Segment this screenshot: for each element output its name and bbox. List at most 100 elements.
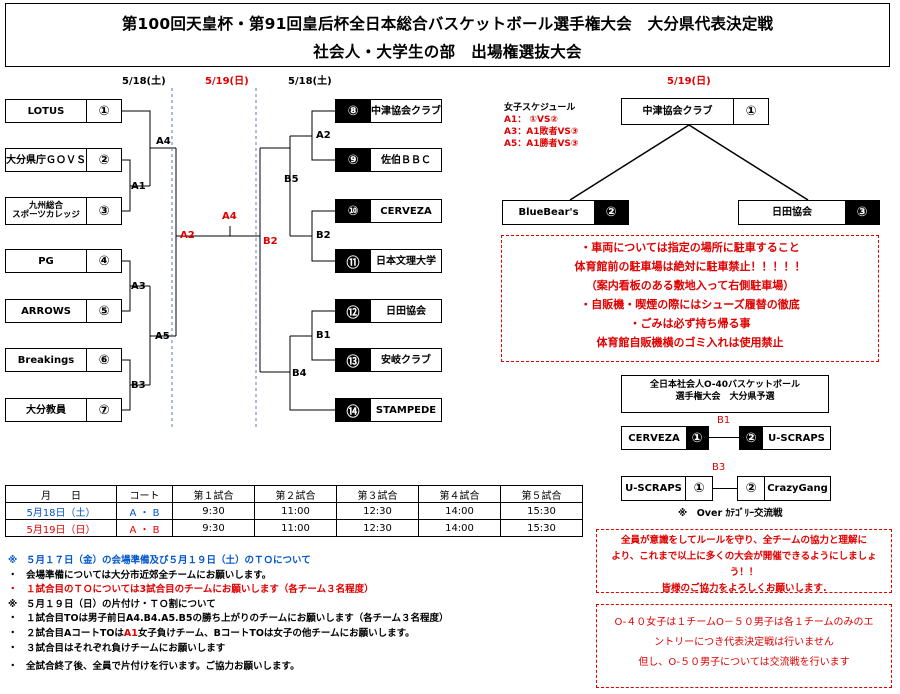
- table-cell: 9:30: [172, 502, 255, 520]
- note-item: ・２試合目AコートTOはA1女子負けチーム、BコートTOは女子の他チームにお願い…: [8, 627, 415, 639]
- team-oita-govs: 大分県庁ＧＯＶＳ ②: [5, 148, 122, 172]
- game-label-b4: B4: [292, 368, 307, 379]
- team-name: CrazyGang: [767, 483, 828, 494]
- team-name: STAMPEDE: [375, 404, 437, 416]
- team-name: ARROWS: [21, 305, 71, 317]
- team-number: ②: [594, 201, 628, 224]
- women-schedule-title: 女子スケジュール: [504, 103, 576, 113]
- game-label-a1: A1: [131, 181, 146, 192]
- notice-line: ・自販機・喫煙の際にはシューズ履替の徹底: [580, 298, 800, 311]
- team-number: ③: [86, 198, 121, 224]
- team-name: CERVEZA: [380, 205, 432, 217]
- team-number: ⑦: [86, 399, 121, 421]
- match-schedule-table: 月 日 コート 第１試合 第２試合 第３試合 第４試合 第５試合 5月18日（土…: [5, 485, 583, 537]
- women-team-hita: 日田協会 ③: [738, 200, 880, 225]
- game-label-a4-final: A4: [222, 211, 237, 222]
- o40-match2-connector: [713, 488, 737, 489]
- note-item: ※５月１９日（日）の片付け・ＴＯ割について: [8, 598, 216, 610]
- women-team-nakatsu: 中津協会クラブ ①: [621, 98, 769, 125]
- announce-line: 全員が意識をしてルールを守り、全チームの協力と理解に: [620, 535, 868, 546]
- notice-line: ・車両については指定の場所に駐車すること: [580, 241, 800, 254]
- title-box: 第100回天皇杯・第91回皇后杯全日本総合バスケットボール選手権大会 大分県代表…: [5, 3, 890, 67]
- team-name: 中津協会クラブ: [371, 105, 441, 117]
- team-number: ①: [686, 427, 708, 449]
- o40-team-crazygang: ② CrazyGang: [737, 476, 831, 501]
- team-cerveza: ⑩ CERVEZA: [335, 199, 442, 223]
- table-header: 第５試合: [500, 485, 583, 503]
- table-cell: 5月19日（日）: [5, 519, 117, 537]
- o40-title-box: 全日本社会人O-40バスケットボール 選手権大会 大分県予選: [621, 375, 829, 413]
- team-name: Breakings: [17, 354, 75, 366]
- table-cell: A ・ B: [116, 502, 173, 520]
- team-saiki-bbc: ⑨ 佐伯ＢＢＣ: [335, 148, 442, 172]
- o40-women-notice: O-４０女子は１チームO－５０男子は各１チームのみのエ ントリーにつき代表決定戦…: [596, 604, 892, 688]
- team-kyushu-sports: 九州総合 スポーツカレッジ ③: [5, 197, 122, 225]
- date-header-women: 5/19(日): [667, 76, 711, 87]
- o40-b3-label: B3: [712, 462, 726, 473]
- notes-list: ※５月１７日（金）の会場準備及び５月１９日（土）のＴＯについて ・会場準備につい…: [8, 554, 448, 675]
- table-cell: 5月18日（土）: [5, 502, 117, 520]
- notice-line: ントリーにつき代表決定戦は行いません: [654, 637, 834, 648]
- game-label-b2-semi: B2: [263, 236, 278, 247]
- team-lotus: LOTUS ①: [5, 99, 122, 123]
- team-number: ①: [86, 100, 121, 122]
- o40-title-line2: 選手権大会 大分県予選: [675, 392, 775, 402]
- table-cell: 9:30: [172, 519, 255, 537]
- table-header: コート: [116, 485, 173, 503]
- team-number: ⑨: [336, 149, 371, 171]
- note-item: ・全試合終了後、全員で片付けを行います。ご協力お願いします。: [8, 661, 300, 673]
- team-nippon-bunri: ⑪ 日本文理大学: [335, 249, 442, 273]
- team-number: ②: [86, 149, 121, 171]
- team-name: LOTUS: [27, 105, 65, 117]
- team-number: ⑪: [336, 250, 371, 272]
- notice-line: O-４０女子は１チームO－５０男子は各１チームのみのエ: [614, 617, 874, 628]
- team-stampede: ⑭ STAMPEDE: [335, 398, 442, 422]
- date-header-left: 5/18(土): [122, 76, 166, 87]
- team-number: ③: [845, 201, 879, 224]
- team-number: ⑫: [336, 300, 371, 322]
- team-number: ⑩: [336, 200, 371, 222]
- table-header-row: 月 日 コート 第１試合 第２試合 第３試合 第４試合 第５試合: [5, 485, 583, 503]
- o40-match1-connector: [709, 437, 739, 438]
- announce-line: より、これまで以上に多くの大会が開催できるようにしましょ: [611, 551, 877, 562]
- notice-line: 体育館前の駐車場は絶対に駐車禁止！！！！！: [574, 260, 806, 273]
- team-number: ⑬: [336, 349, 371, 371]
- women-team-bluebears: BlueBear's ②: [502, 200, 629, 225]
- date-header-center: 5/19(日): [205, 76, 249, 87]
- team-name: PG: [38, 255, 54, 267]
- team-number: ⑭: [336, 399, 371, 421]
- team-hita-kyokai: ⑫ 日田協会: [335, 299, 442, 323]
- team-arrows: ARROWS ⑤: [5, 299, 122, 323]
- team-number: ②: [738, 477, 765, 500]
- table-header: 第１試合: [172, 485, 255, 503]
- team-number: ⑥: [86, 349, 121, 371]
- women-schedule-line: A5：A1勝者VS③: [504, 139, 579, 149]
- team-name: 日本文理大学: [376, 255, 436, 267]
- team-name: U-SCRAPS: [768, 432, 825, 444]
- table-cell: 15:30: [500, 502, 583, 520]
- notice-line: 体育館自販機横のゴミ入れは使用禁止: [596, 336, 784, 349]
- game-label-a5: A5: [155, 331, 170, 342]
- note-item: ・会場準備については大分市近郊全チームにお願いします。: [8, 569, 272, 581]
- team-number: ④: [86, 250, 121, 272]
- table-row: 5月18日（土） A ・ B 9:30 11:00 12:30 14:00 15…: [5, 502, 583, 520]
- team-name: 中津協会クラブ: [642, 106, 713, 117]
- table-row: 5月19日（日） A ・ B 9:30 11:00 12:30 14:00 15…: [5, 519, 583, 537]
- o40-team-uscraps-2: U-SCRAPS ①: [621, 476, 713, 501]
- table-cell: 15:30: [500, 519, 583, 537]
- note-item: ※５月１７日（金）の会場準備及び５月１９日（土）のＴＯについて: [8, 555, 311, 566]
- note-item: ・３試合目はそれぞれ負けチームにお願いします: [8, 642, 226, 654]
- o40-team-uscraps: ② U-SCRAPS: [739, 426, 831, 450]
- notice-line: 但し、O-５０男子については交流戦を行います: [638, 657, 850, 668]
- team-name: 日田協会: [386, 305, 426, 317]
- team-aki-club: ⑬ 安岐クラブ: [335, 348, 442, 372]
- o40-b1-label: B1: [717, 415, 731, 426]
- table-cell: 12:30: [336, 502, 419, 520]
- table-cell: 11:00: [254, 502, 337, 520]
- table-cell: 14:00: [418, 502, 501, 520]
- team-number: ⑤: [86, 300, 121, 322]
- team-name: 日田協会: [772, 207, 812, 218]
- team-number: ①: [685, 477, 712, 500]
- announce-line: 皆様のご協力をよろしくお願いします.: [661, 583, 827, 594]
- team-name: CERVEZA: [628, 432, 680, 444]
